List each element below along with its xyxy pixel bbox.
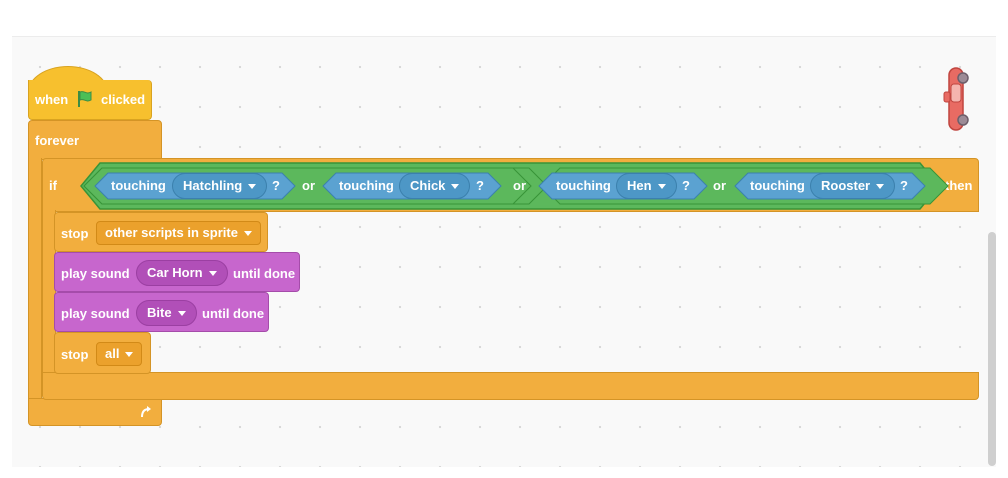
target-name-rooster: Rooster [821,178,871,193]
play-sound-bite-block[interactable]: play sound Bite until done [54,292,269,332]
stop-all-block[interactable]: stop all [54,332,151,374]
until-done-label-2: until done [202,306,265,321]
target-name-chick: Chick [410,178,446,193]
forever-label: forever [35,133,80,148]
touching-label-2: touching [339,178,394,193]
forever-block-bottom [28,398,162,426]
stop-label-1: stop [61,226,89,241]
touching-target-dropdown-rooster[interactable]: Rooster [810,173,896,199]
if-label: if [49,178,57,193]
until-done-label-1: until done [233,266,296,281]
or-label-2: or [513,178,526,193]
touching-target-dropdown-hatchling[interactable]: Hatchling [172,173,268,199]
sound-dropdown-bite[interactable]: Bite [136,300,197,326]
if-block-bottom [42,372,979,400]
green-flag-icon [78,91,92,107]
sound-dropdown-car-horn[interactable]: Car Horn [136,260,228,286]
hat-when-label: when [35,92,69,107]
chevron-down-icon [177,311,186,317]
stop-other-scripts-block[interactable]: stop other scripts in sprite [54,212,268,252]
sound-name-bite: Bite [147,305,172,320]
chevron-down-icon [657,184,666,190]
workspace-scrollbar[interactable] [988,232,996,466]
touching-label-3: touching [556,178,611,193]
when-flag-clicked-block[interactable]: when clicked [28,80,152,120]
touching-label-1: touching [111,178,166,193]
chevron-down-icon [451,184,460,190]
chevron-down-icon [248,184,257,190]
question-mark-3: ? [682,178,690,193]
then-label: then [945,178,973,193]
play-sound-label-1: play sound [61,266,130,281]
touching-label-4: touching [750,178,805,193]
forever-block-arm [28,158,42,400]
car-sprite-icon [943,67,969,131]
sound-name-car-horn: Car Horn [147,265,203,280]
chevron-down-icon [243,231,252,237]
target-name-hatchling: Hatchling [183,178,243,193]
hat-clicked-label: clicked [101,92,146,107]
stop-option-dropdown-2[interactable]: all [96,342,143,366]
or-label-3: or [713,178,726,193]
stop-option-2: all [105,346,120,361]
touching-target-dropdown-hen[interactable]: Hen [616,173,677,199]
loop-arrow-icon [141,406,151,418]
question-mark-1: ? [272,178,280,193]
question-mark-2: ? [476,178,484,193]
target-name-hen: Hen [627,178,652,193]
chevron-down-icon [208,271,217,277]
question-mark-4: ? [900,178,908,193]
or-label-1: or [302,178,315,193]
forever-block[interactable]: forever [28,120,162,160]
touching-target-dropdown-chick[interactable]: Chick [399,173,471,199]
play-sound-car-horn-block[interactable]: play sound Car Horn until done [54,252,300,292]
chevron-down-icon [876,184,885,190]
stop-option-dropdown-1[interactable]: other scripts in sprite [96,221,261,245]
chevron-down-icon [125,352,134,358]
stop-label-2: stop [61,347,89,362]
stop-option-1: other scripts in sprite [105,225,238,240]
play-sound-label-2: play sound [61,306,130,321]
